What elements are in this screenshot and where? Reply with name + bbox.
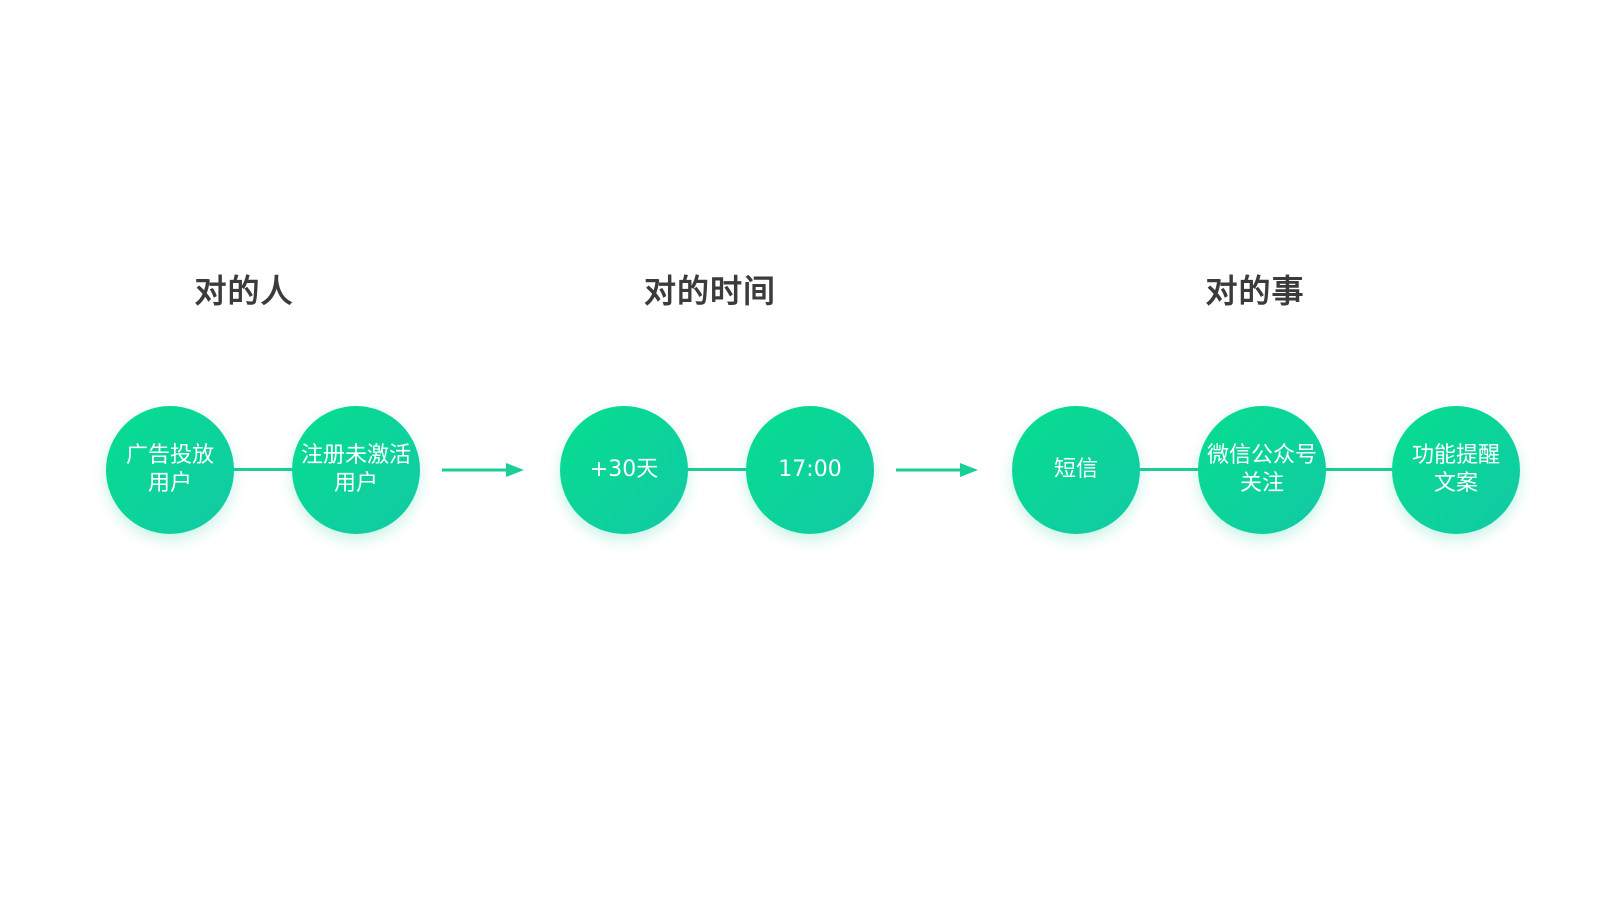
node-wechat-follow: 微信公众号 关注 [1198,406,1326,534]
node-label: +30天 [589,457,659,482]
node-time-1700: 17:00 [746,406,874,534]
node-sms: 短信 [1012,406,1140,534]
connector-line [1140,468,1202,471]
node-label: 微信公众号 关注 [1206,443,1317,496]
node-label: 广告投放 用户 [125,443,214,496]
node-ad-users: 广告投放 用户 [106,406,234,534]
connector-line [687,468,749,471]
node-label: 功能提醒 文案 [1411,443,1500,496]
group-title-right-people: 对的人 [194,272,294,310]
node-label: 短信 [1053,457,1098,482]
flow-arrow-icon [442,463,524,477]
connector-line [232,468,294,471]
connector-line [1325,468,1397,471]
node-plus-30-days: +30天 [560,406,688,534]
group-title-right-time: 对的时间 [643,272,777,310]
node-label: 17:00 [778,457,842,482]
group-title-right-thing: 对的事 [1205,272,1305,310]
node-label: 注册未激活 用户 [300,443,411,496]
node-registered-inactive-users: 注册未激活 用户 [292,406,420,534]
flow-arrow-icon [896,463,978,477]
node-feature-reminder-copy: 功能提醒 文案 [1392,406,1520,534]
